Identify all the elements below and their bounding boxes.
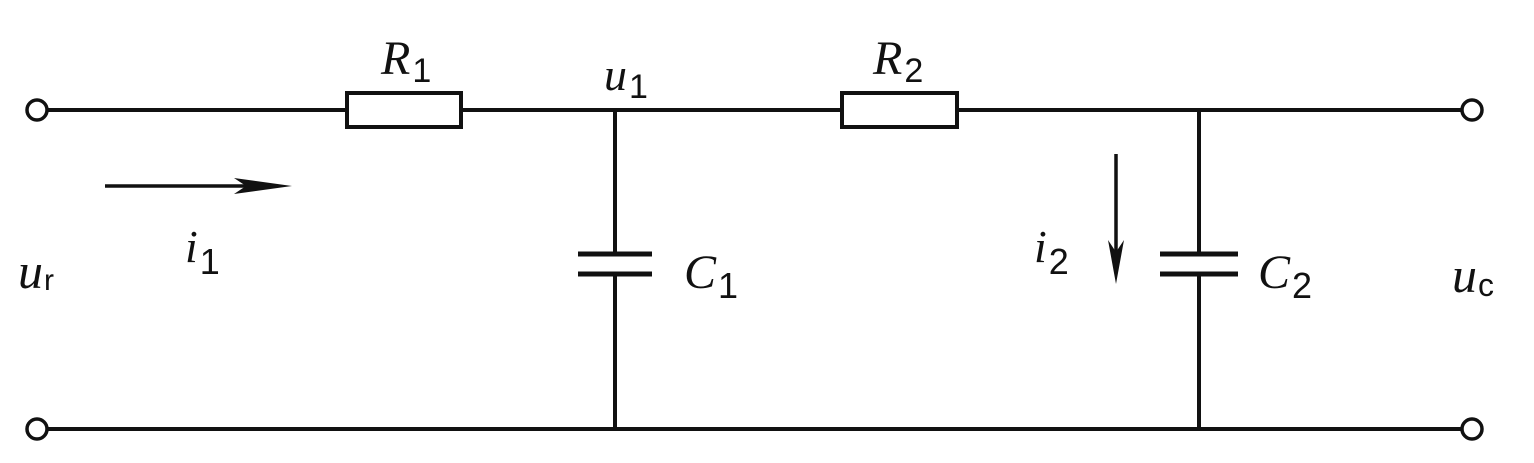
output-terminal-top: [1460, 98, 1484, 122]
label-r2: R2: [872, 32, 923, 90]
output-terminal-bottom: [1460, 417, 1484, 441]
label-input-voltage: ur: [18, 243, 54, 299]
label-r1: R1: [380, 32, 431, 90]
label-i2: i2: [1034, 221, 1069, 282]
input-terminal-top: [25, 98, 49, 122]
label-c1: C1: [684, 246, 738, 306]
current-i1-arrow-icon: [105, 178, 292, 194]
label-u1-node: u1: [604, 49, 648, 106]
current-i2-arrow-icon: [1108, 154, 1124, 284]
resistor-r1: [345, 91, 463, 129]
input-terminal-bottom: [25, 417, 49, 441]
label-c2: C2: [1258, 246, 1312, 306]
resistor-r2: [840, 91, 959, 129]
label-output-voltage: uc: [1452, 247, 1494, 303]
label-i1: i1: [185, 221, 220, 282]
